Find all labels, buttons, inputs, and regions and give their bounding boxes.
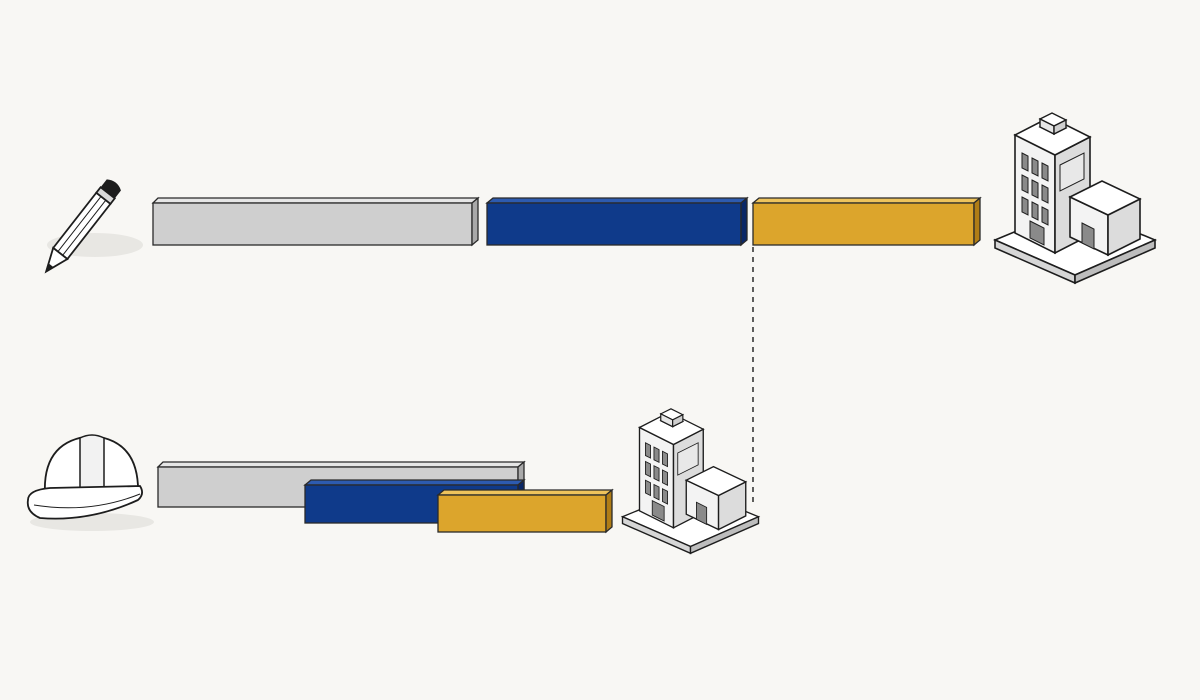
procurement-phase-bar	[485, 196, 749, 247]
building-icon	[994, 112, 1156, 284]
row-overlapped	[26, 408, 760, 554]
row-sequential	[44, 112, 1156, 284]
hard-hat-icon	[26, 434, 154, 531]
construction-phase-bar	[751, 196, 982, 247]
construction-phase-bar	[436, 488, 614, 534]
pencil-icon	[44, 179, 143, 274]
building-icon	[621, 408, 760, 554]
design-phase-bar	[151, 196, 480, 247]
